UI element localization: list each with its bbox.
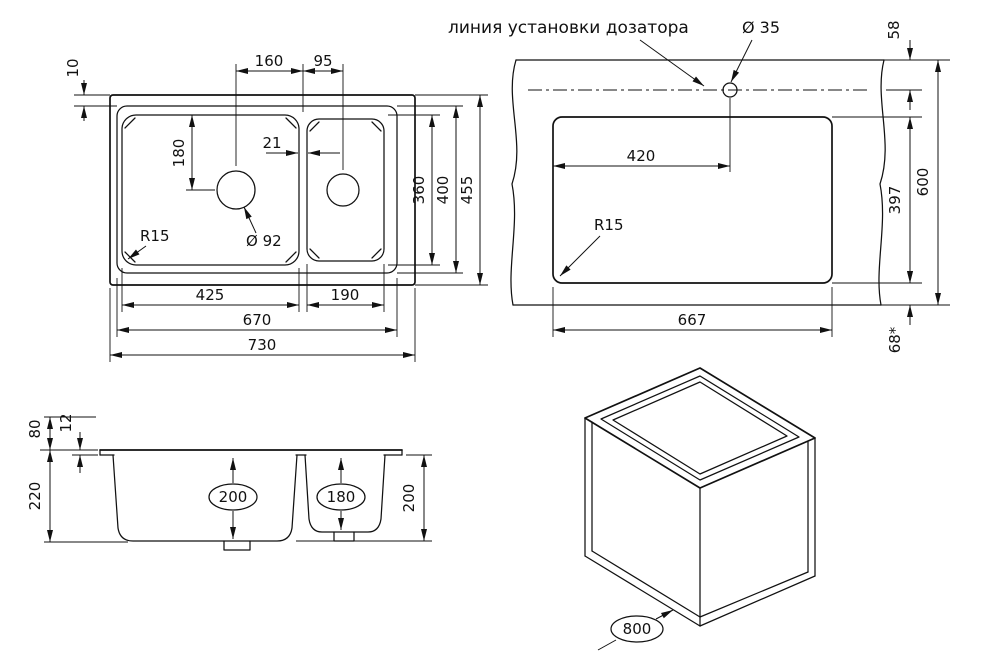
dispenser-hole [722,82,738,98]
dim-400-label: 400 [434,176,452,205]
sheet-left-break [510,59,518,306]
cabinet-top-outer [584,367,816,489]
dim-21: 21 [262,134,340,156]
dim-12: 12 [57,413,98,473]
drain-right-circle [326,173,360,207]
dim-80-220: 80 220 [26,416,128,543]
dim-360-label: 360 [410,176,428,205]
cutout-rect [552,116,833,284]
cutout-view: линия установки дозатора Ø 35 420 R15 58 [448,18,950,353]
dim-455-label: 455 [458,176,476,205]
drain-dia-callout: Ø 92 [243,206,282,250]
dim-68: 68* [886,263,913,353]
dispenser-note-callout: линия установки дозатора [448,18,705,87]
cutout-radius-callout: R15 [559,216,624,277]
dim-58: 58 [885,20,922,110]
dim-800-label: 800 [623,620,652,638]
dim-730-label: 730 [248,336,277,354]
sheet-right-break [878,59,886,306]
drain-dia-label: Ø 92 [246,232,282,250]
cabinet-body-edges [584,417,816,627]
dim-80-label: 80 [26,419,44,438]
top-view: 10 160 95 180 21 360 [64,52,488,362]
dim-180: 180 [170,115,215,191]
dim-400: 400 [397,105,463,274]
hole-dia-label: Ø 35 [742,18,780,37]
bowl-left-profile [112,454,298,542]
dim-425-label: 425 [196,286,225,304]
rim-bottom-line [99,449,403,456]
dim-58-label: 58 [885,20,903,39]
iso-view: 800 [584,367,816,651]
dim-730: 730 [109,288,416,362]
dim-21-label: 21 [262,134,281,152]
dim-667-label: 667 [678,311,707,329]
dim-670: 670 [116,278,398,337]
depth-bubble-180: 180 [316,458,366,530]
cabinet-width-callout: 800 [597,609,674,651]
depth-200-label: 200 [219,488,248,506]
sink-flange-rect [116,105,398,274]
bowl-left [121,114,300,266]
dim-10-label: 10 [64,58,82,77]
drain-left-circle [216,170,256,210]
dim-95-label: 95 [313,52,332,70]
dim-667: 667 [552,287,833,337]
cabinet-rim-inner [612,381,788,475]
dim-220-label: 220 [26,482,44,511]
dim-600: 600 [881,59,950,306]
bowl-right [306,118,385,262]
dispenser-note: линия установки дозатора [448,18,689,38]
dim-420: 420 [553,98,731,172]
depth-bubble-200: 200 [208,458,258,539]
dim-360: 360 [388,114,440,266]
bowl-right-profile [304,454,386,533]
dim-670-label: 670 [243,311,272,329]
depth-180-label: 180 [327,488,356,506]
dim-10: 10 [64,58,117,121]
dim-397-label: 397 [886,186,904,215]
dim-455: 455 [415,94,488,286]
dim-420-label: 420 [627,147,656,165]
dim-160-95: 160 95 [235,52,344,170]
drain-left-fitting [223,540,251,551]
dim-190-label: 190 [331,286,360,304]
hole-dia-callout: Ø 35 [730,18,780,83]
dim-397: 397 [832,116,922,284]
cutout-radius-label: R15 [594,216,624,234]
dim-200-right: 200 [296,454,432,542]
dim-180-label: 180 [170,139,188,168]
dim-425-190: 425 190 [121,264,385,312]
dim-68-label: 68* [886,326,904,353]
dim-200-right-label: 200 [400,484,418,513]
dim-160-label: 160 [255,52,284,70]
drain-right-fitting [333,531,355,542]
width-bubble [610,615,664,643]
dim-600-label: 600 [914,168,932,197]
side-view: 80 220 12 200 180 200 [26,413,432,551]
sink-outer-rect [109,94,416,286]
dim-12-label: 12 [57,413,75,432]
cabinet-rim-mid [600,375,800,481]
radius-label: R15 [140,227,170,245]
radius-callout: R15 [127,227,170,260]
